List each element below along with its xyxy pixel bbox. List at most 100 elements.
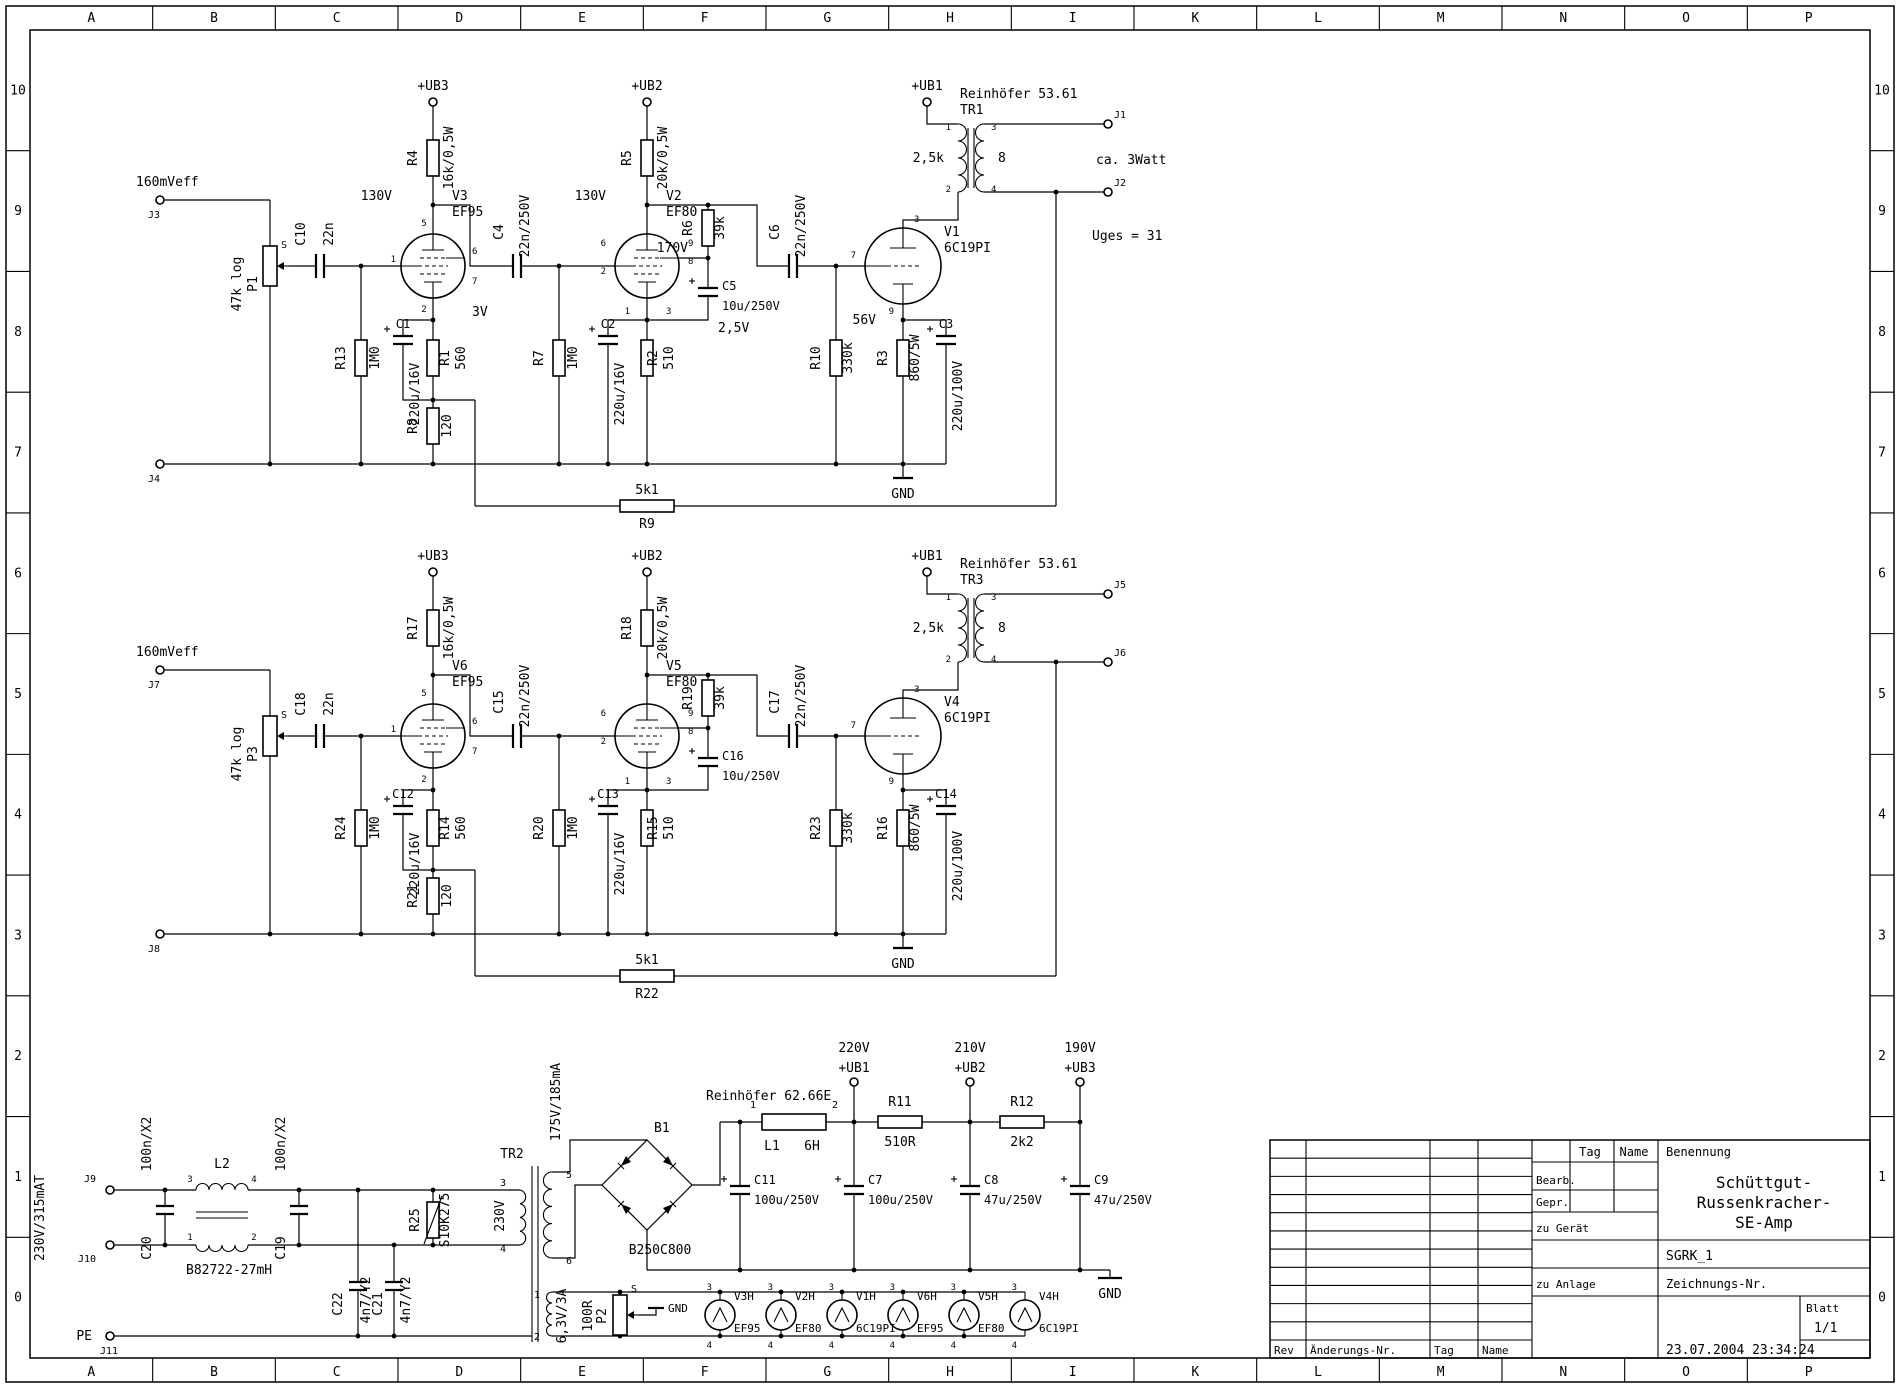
schematic-label: TR2 (500, 1147, 523, 1162)
ruler-row-label: 10 (1874, 83, 1890, 98)
schematic-label: 160mVeff (136, 645, 199, 660)
schematic-label: Reinhöfer 62.66E (706, 1089, 831, 1104)
schematic-label: 170V (657, 241, 688, 256)
schematic-label: 3 (666, 307, 671, 317)
schematic-label: GND (891, 487, 915, 502)
titleblock-datetime: 23.07.2004 23:34:24 (1666, 1343, 1815, 1358)
schematic-label: GND (891, 957, 915, 972)
schematic-label: +UB2 (631, 79, 662, 94)
ruler-column-label: I (1069, 1365, 1077, 1380)
schematic-label: 2 (946, 185, 951, 195)
ruler-column-label: O (1682, 11, 1690, 26)
terminal-J10 (105, 1240, 115, 1250)
schematic-label: J4 (148, 474, 160, 485)
junction-dots (162, 189, 1083, 1339)
schematic-label: C16 (722, 749, 744, 763)
terminal-UB2-ch2 (642, 567, 652, 577)
capacitor-C18 (314, 722, 326, 750)
ruler-column-label: A (87, 11, 95, 26)
tube-V6 (400, 703, 466, 769)
ruler-column-label: N (1559, 1365, 1567, 1380)
schematic-label: R23 (809, 816, 824, 839)
terminal-J9 (105, 1185, 115, 1195)
resistor-R10 (829, 339, 843, 377)
schematic-label: R11 (888, 1095, 911, 1110)
terminal-UB1-ch2 (922, 567, 932, 577)
schematic-label: 6 (566, 1256, 572, 1267)
schematic-label: 4n7/Y2 (399, 1277, 414, 1324)
schematic-label: R22 (635, 987, 658, 1002)
schematic-label: 510R (884, 1135, 915, 1150)
schematic-label: R24 (334, 816, 349, 840)
schematic-label: 6C19PI (1039, 1322, 1079, 1335)
schematic-label: V1H (856, 1290, 876, 1303)
schematic-label: TR3 (960, 573, 983, 588)
schematic-label: +UB2 (954, 1061, 985, 1076)
schematic-label: J6 (1114, 648, 1126, 659)
schematic-label: J7 (148, 680, 160, 691)
ruler-row-label: 8 (14, 325, 22, 340)
schematic-label: 2,5k (913, 151, 944, 166)
schematic-label: 1 (187, 1233, 192, 1243)
ruler-column-label: E (578, 1365, 586, 1380)
schematic-label: 1 (625, 777, 630, 787)
schematic-label: 190V (1064, 1041, 1095, 1056)
schematic-label: V5H (978, 1290, 998, 1303)
choke-L1 (761, 1113, 827, 1131)
schematic-label: 220u/100V (951, 361, 966, 432)
schematic-label: 3 (991, 123, 996, 133)
schematic-label: 47u/250V (984, 1193, 1042, 1207)
resistor-R17 (426, 609, 440, 647)
schematic-label: 220u/100V (951, 831, 966, 902)
schematic-label: 100u/250V (754, 1193, 819, 1207)
resistor-R1 (426, 339, 440, 377)
schematic-label: 1 (946, 593, 951, 603)
ruler-row-label: 7 (14, 446, 22, 461)
transformer-TR3 (957, 593, 985, 663)
schematic-label: Reinhöfer 53.61 (960, 557, 1077, 572)
schematic-label: 6H (804, 1139, 820, 1154)
schematic-label: +UB3 (417, 549, 448, 564)
schematic-label: 1 (534, 1290, 540, 1301)
schematic-label: V5 (666, 659, 682, 674)
schematic-label: 220V (838, 1041, 869, 1056)
schematic-label: C13 (597, 787, 619, 801)
schematic-label: S (281, 240, 287, 251)
ruler-column-label: M (1437, 11, 1445, 26)
schematic-label: 22n/250V (794, 665, 809, 728)
resistor-R8 (426, 407, 440, 445)
schematic-label: 6 (601, 709, 606, 719)
titleblock-zu-anlage-label: zu Anlage (1536, 1278, 1596, 1291)
terminal-J5 (1103, 589, 1113, 599)
schematic-label: 3V (472, 305, 488, 320)
terminal-UB3-ch1 (428, 97, 438, 107)
schematic-label: B1 (654, 1121, 670, 1136)
schematic-label: V3H (734, 1290, 754, 1303)
schematic-label: C22 (331, 1292, 346, 1315)
schematic-label: 160mVeff (136, 175, 199, 190)
schematic-label: EF95 (452, 205, 483, 220)
choke-L2 (195, 1182, 249, 1253)
schematic-label: 4 (829, 1341, 834, 1351)
schematic-label: C10 (294, 222, 309, 245)
schematic-label: C3 (939, 317, 953, 331)
schematic-label: +UB1 (911, 549, 942, 564)
titleblock-title-line1: Schüttgut- (1716, 1173, 1812, 1192)
ruler-row-label: 3 (1878, 928, 1886, 943)
schematic-label: 510 (662, 346, 677, 369)
schematic-label: 4 (768, 1341, 773, 1351)
tube-V3 (400, 233, 466, 299)
schematic-label: J8 (148, 944, 160, 955)
schematic-label: 16k/0,5W (442, 597, 457, 660)
schematic-label: V6H (917, 1290, 937, 1303)
ruler-row-label: 7 (1878, 446, 1886, 461)
schematic-label: 6C19PI (856, 1322, 896, 1335)
ruler-row-label: 9 (1878, 204, 1886, 219)
schematic-label: 9 (889, 777, 894, 787)
schematic-label: 3 (1012, 1283, 1017, 1293)
ruler-column-label: K (1191, 11, 1199, 26)
schematic-label: 7 (472, 747, 477, 757)
titleblock-device-id: SGRK_1 (1666, 1249, 1713, 1264)
schematic-label: 47k log (230, 727, 245, 782)
schematic-label: 6C19PI (944, 241, 991, 256)
